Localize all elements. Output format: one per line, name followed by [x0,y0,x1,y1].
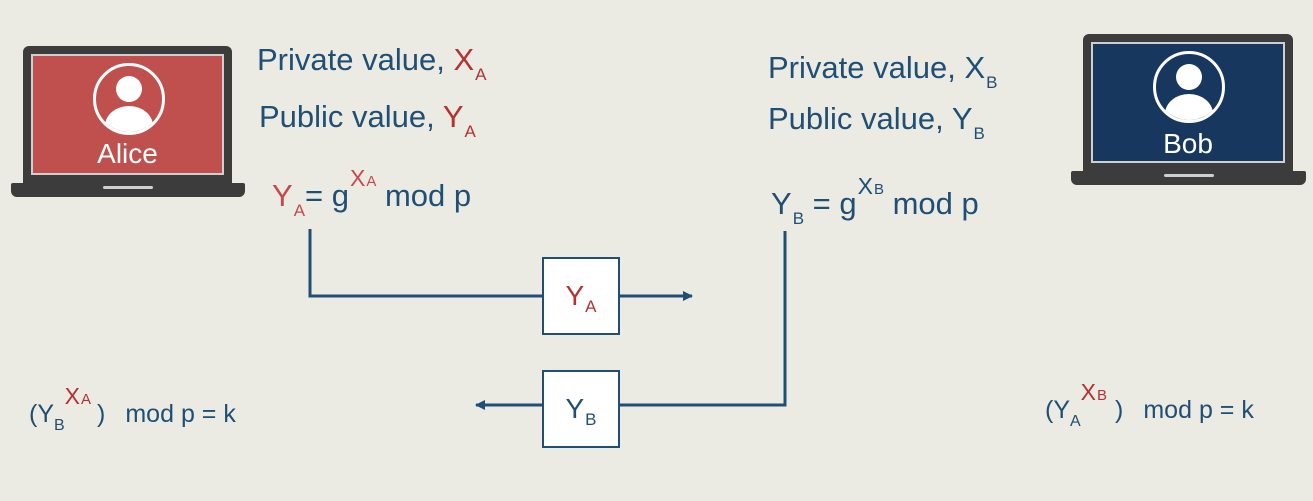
alice-final-base-sub: B [54,417,65,434]
bob-final-open: (Y [1045,396,1070,424]
alice-to-bob-line [308,229,543,298]
alice-private-var: X [453,42,475,77]
bob-final-exp-sub: B [1097,387,1108,404]
bob-eq-rhs: mod p [883,186,979,221]
bob-private-label: Private value, [768,50,965,85]
alice-eq-exp: XA [350,165,376,191]
bob-final-rhs: mod p = k [1143,396,1254,424]
alice-final-rhs: mod p = k [125,400,236,428]
alice-to-bob-connector [308,229,693,301]
user-avatar-icon [1153,51,1225,123]
alice-eq-lhs: Y [272,178,293,213]
bob-eq-exp-sub: B [873,181,884,198]
bob-eq-exp-var: X [857,173,873,199]
exchange-ya-var: Y [565,280,585,311]
alice-final-exp-var: X [64,383,81,409]
alice-private-value: Private value, XA [257,42,486,84]
alice-final-exp-sub: A [81,391,92,408]
bob-screen-display: Bob [1091,42,1285,163]
bob-private-sub: B [986,73,998,92]
bob-shared-key: (YAXB) mod p = k [1045,379,1254,430]
bob-laptop-base [1071,171,1306,185]
bob-eq-lhs-sub: B [792,209,805,228]
bob-final-exp-var: X [1080,379,1097,405]
exchange-yb-sub: B [585,410,597,429]
bob-eq-exp: XB [858,173,884,199]
bob-public-label: Public value, [768,101,952,136]
alice-public-label: Public value, [259,99,443,134]
exchange-box-yb: YB [542,370,620,448]
bob-to-alice-connector [475,231,787,410]
bob-public-value: Public value, YB [768,101,985,143]
bob-public-var: Y [951,101,973,136]
bob-to-alice-line [619,231,787,407]
bob-final-close: ) [1115,396,1124,424]
alice-final-close: ) [97,400,106,428]
alice-public-var: Y [442,99,464,134]
bob-final-base-sub: A [1070,413,1081,430]
alice-public-sub: A [464,122,476,141]
alice-eq-exp-sub: A [366,173,377,190]
alice-private-label: Private value, [257,42,454,77]
alice-eq-lhs-sub: A [293,201,306,220]
alice-name: Alice [97,138,158,169]
alice-shared-key: (YBXA) mod p = k [29,383,236,434]
alice-laptop: Alice [11,46,245,200]
alice-public-equation: YA= gXA mod p [272,165,472,220]
alice-private-sub: A [475,65,487,84]
alice-screen-display: Alice [31,54,224,175]
alice-final-open: (Y [29,400,54,428]
bob-public-sub: B [973,124,985,143]
bob-private-var: X [964,50,986,85]
alice-eq-mid: = g [305,178,349,213]
alice-public-value: Public value, YA [259,99,476,141]
bob-eq-mid: = g [804,186,857,221]
bob-name: Bob [1163,128,1213,159]
alice-eq-exp-var: X [350,165,366,191]
alice-final-exp: XA [65,383,91,409]
bob-final-exp: XB [1081,379,1107,405]
exchange-box-ya: YA [542,257,620,335]
exchange-ya-sub: A [585,297,597,316]
bob-public-equation: YB = gXB mod p [771,173,979,228]
exchange-yb-var: Y [565,393,585,424]
user-avatar-icon [93,63,165,135]
alice-laptop-base [11,183,245,197]
alice-eq-rhs: mod p [376,178,472,213]
alice-laptop-screen: Alice [23,46,232,183]
bob-eq-lhs: Y [771,186,792,221]
bob-laptop: Bob [1071,34,1306,188]
bob-laptop-screen: Bob [1083,34,1293,171]
bob-private-value: Private value, XB [768,50,997,92]
